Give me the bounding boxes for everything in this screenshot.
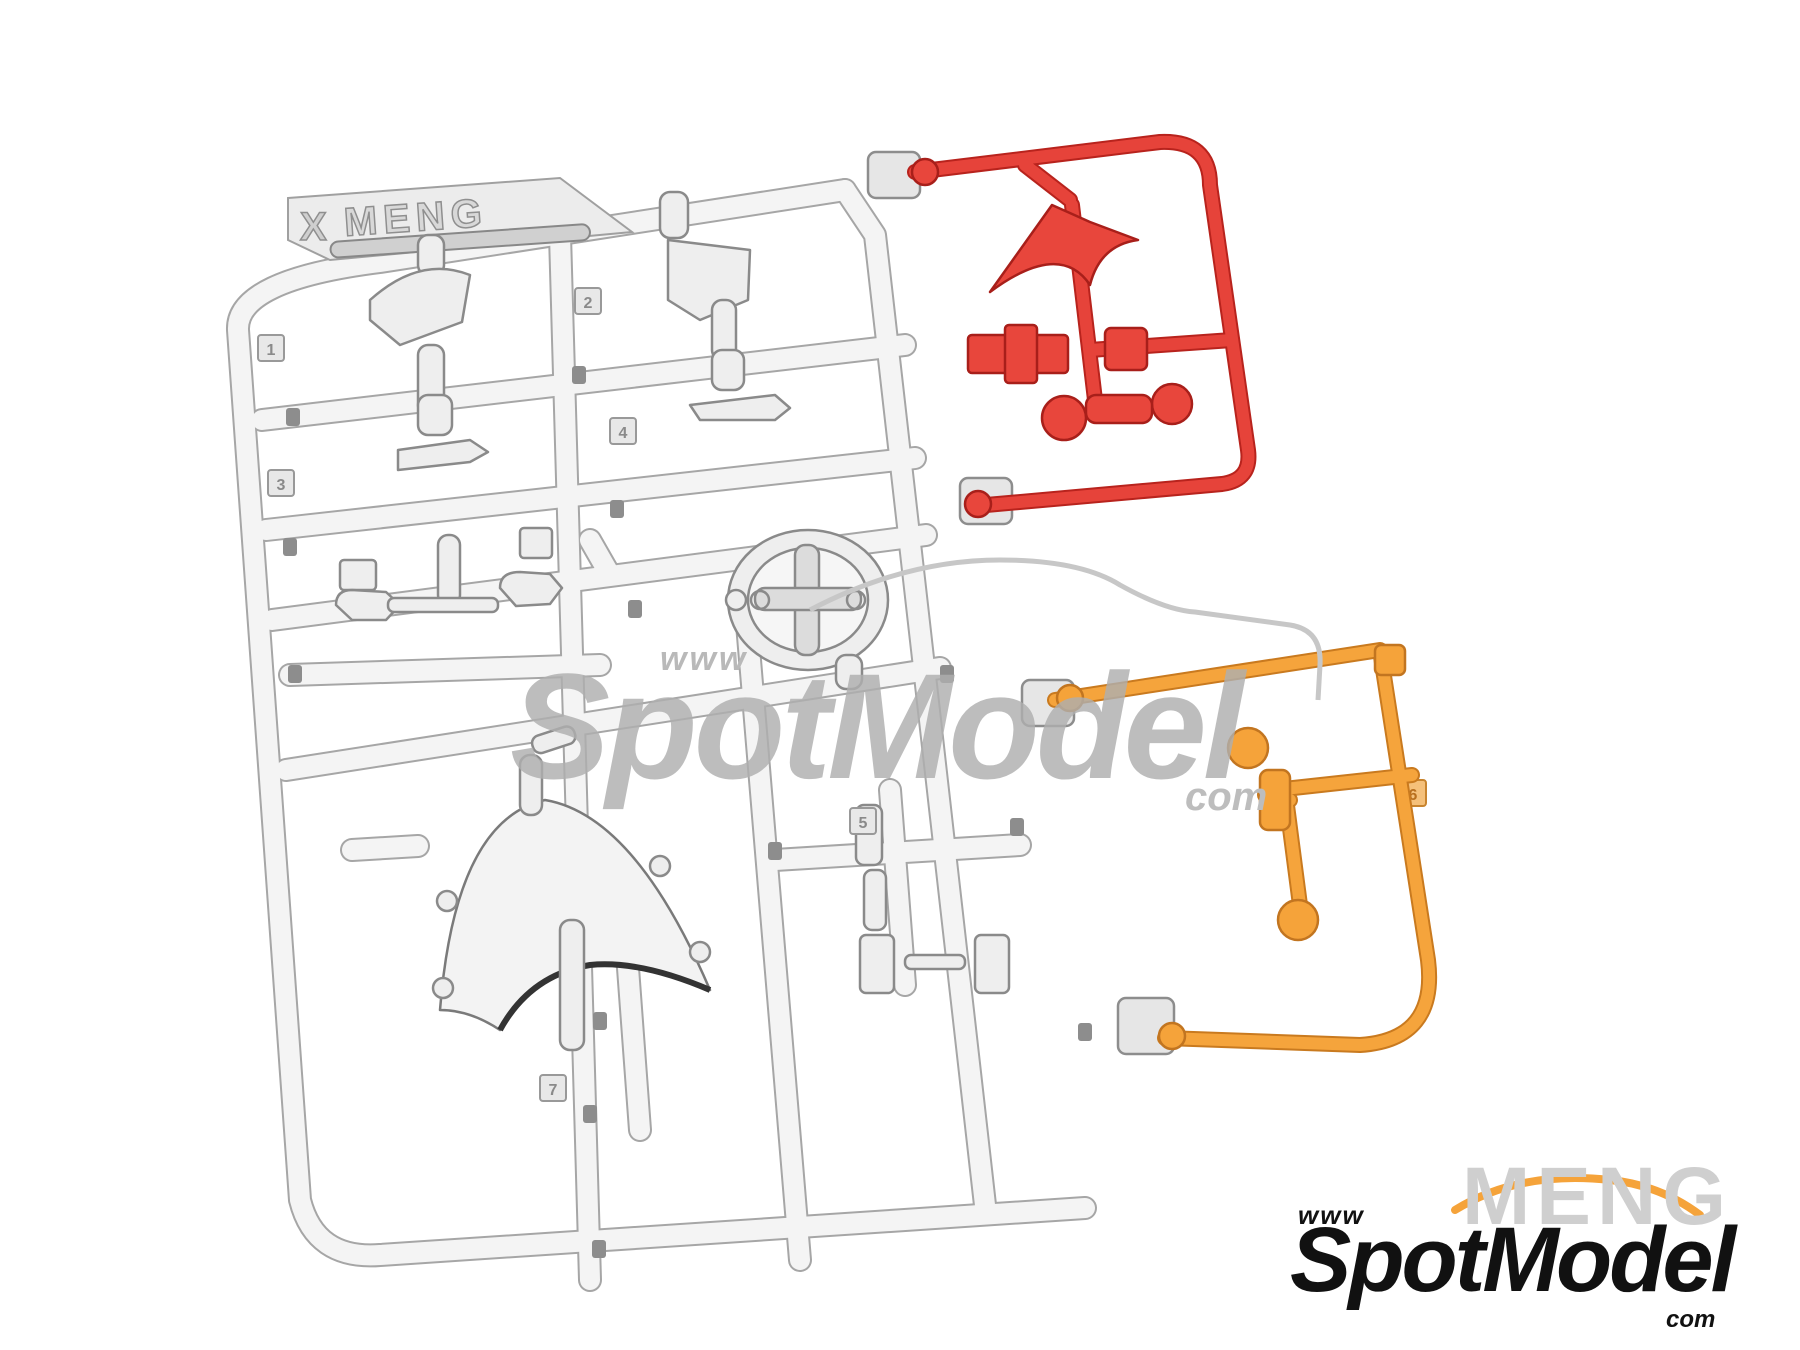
part-number: 3 bbox=[277, 477, 286, 494]
part-number: 5 bbox=[859, 815, 868, 832]
mirror-part-right bbox=[658, 190, 792, 422]
part-number: 4 bbox=[619, 425, 628, 442]
part-number-tabs: 1 2 3 4 5 6 7 bbox=[257, 287, 1427, 1102]
corner-logo-swoosh bbox=[1451, 1174, 1704, 1219]
hinge-parts bbox=[854, 803, 1011, 995]
sprue-name-plate: X MENG bbox=[287, 176, 635, 262]
round-cover-part bbox=[724, 528, 890, 691]
small-clips-row bbox=[334, 526, 564, 622]
part-number-tab: 5 bbox=[849, 807, 877, 835]
part-number: 2 bbox=[584, 295, 593, 312]
part-number-tab: 4 bbox=[609, 417, 637, 445]
watermark-brand-name: SpotModel bbox=[510, 642, 1245, 810]
watermark-www: www bbox=[660, 640, 749, 678]
logo-maker-name: MENG bbox=[1462, 1151, 1732, 1242]
part-number-tab: 7 bbox=[539, 1074, 567, 1102]
watermark-car-outline bbox=[808, 557, 1323, 701]
part-number-tab: 3 bbox=[267, 469, 295, 497]
mirror-part-left bbox=[368, 233, 490, 472]
part-number-tab: 2 bbox=[574, 287, 602, 315]
logo-com: com bbox=[1666, 1306, 1716, 1333]
logo-www: www bbox=[1298, 1200, 1365, 1230]
watermark-com: com bbox=[1185, 775, 1268, 819]
windscreen-part bbox=[431, 725, 712, 1052]
red-sprue bbox=[907, 133, 1257, 519]
part-number: 1 bbox=[267, 342, 276, 359]
sprue-letter: X bbox=[300, 205, 327, 249]
part-number-tab: 1 bbox=[257, 334, 285, 362]
logo-brand-name: SpotModel bbox=[1290, 1209, 1736, 1311]
part-number: 6 bbox=[1409, 787, 1418, 804]
orange-sprue bbox=[1047, 642, 1438, 1053]
clear-parts bbox=[334, 190, 1011, 1052]
part-number: 7 bbox=[549, 1082, 558, 1099]
